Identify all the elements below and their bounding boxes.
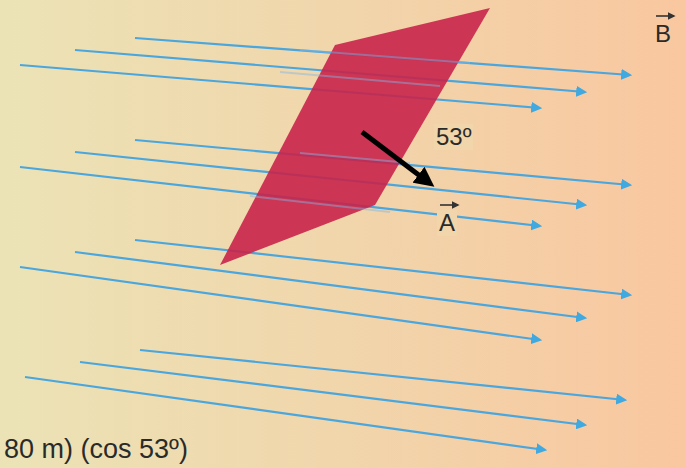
plane-surface [220,8,490,265]
vector-label: B [653,21,673,47]
vector-label: A [437,210,457,236]
angle-label: 53º [434,124,473,150]
area-vector [362,132,428,182]
vector-sign [656,15,674,17]
formula-text: 80 m) (cos 53º) [2,435,190,465]
vector-sign [440,204,458,206]
